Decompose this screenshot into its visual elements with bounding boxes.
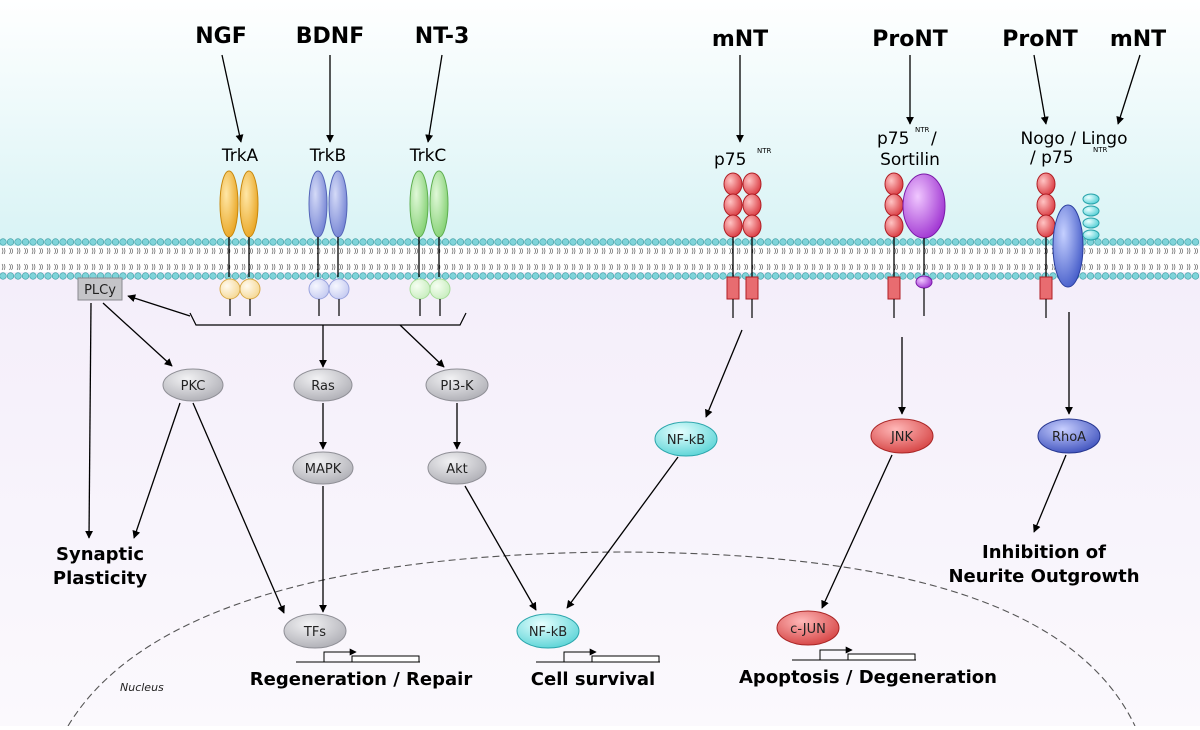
pi3k-node: PI3-K [425,368,489,402]
pkc-label: PKC [181,379,206,394]
gene-symbol-survival [536,648,660,663]
arrow-trk-pi3k [399,324,445,368]
arrow-trk-plcy [127,294,191,317]
ligand-nt3: NT-3 [415,24,470,49]
outcome-inhibition-line1: Inhibition of [982,542,1106,563]
receptor-p75-sup: NTR [757,147,772,155]
akt-node: Akt [427,451,487,485]
trkc-receptor [409,170,451,316]
receptor-p75-sortilin-line1: p75 [877,129,909,149]
plcy-label: PLCy [84,283,116,298]
arrow-nfkb-nucleus [566,456,679,609]
receptor-trkb-label: TrkB [309,146,346,166]
jnk-label: JNK [890,430,914,445]
outcome-regeneration: Regeneration / Repair [250,669,473,690]
ligand-mnt-right: mNT [1110,27,1166,52]
cjun-label: c-JUN [790,622,826,637]
outcome-synaptic-line2: Plasticity [53,568,147,589]
plcy-node: PLCy [77,277,123,301]
trk-adapter-bracket [189,312,467,326]
arrow-pkc-tfs [192,402,285,614]
arrow-plcy-pkc [102,302,173,367]
ligand-mnt-left: mNT [712,27,768,52]
rhoa-label: RhoA [1052,430,1086,445]
outcome-survival: Cell survival [531,669,655,690]
rhoa-node: RhoA [1037,418,1101,454]
ligand-bdnf: BDNF [296,24,364,49]
p75-sortilin-receptor [884,172,946,318]
nfkb-nuclear-label: NF-kB [529,625,567,640]
outcome-apoptosis: Apoptosis / Degeneration [739,667,997,688]
tfs-node: TFs [283,613,347,649]
gene-symbol-apoptosis [792,646,916,661]
arrow-nt3-trkc [425,54,443,143]
arrow-p75-nfkb [705,329,743,418]
arrow-akt-nfkb [464,485,537,611]
p75-receptor [723,172,762,318]
receptor-trka-label: TrkA [221,146,259,166]
nfkb-cyto-node: NF-kB [654,421,718,457]
mapk-node: MAPK [292,451,354,485]
nogo-lingo-p75-receptor [1036,172,1100,318]
nfkb-nuclear-node: NF-kB [516,613,580,649]
arrow-plcy-synaptic [85,302,94,539]
mapk-label: MAPK [305,462,342,477]
receptor-p75-sortilin-sup: NTR [915,126,930,134]
arrow-rhoa-inhibition [1033,454,1067,533]
receptor-p75-label: p75 [714,150,746,170]
receptor-p75-sortilin-line2: Sortilin [880,150,940,170]
nucleus-envelope [67,551,1136,727]
ligand-ngf: NGF [195,24,247,49]
akt-label: Akt [446,462,468,477]
receptor-p75-sortilin-slash: / [931,129,937,149]
arrow-jnk-cjun [821,454,893,609]
arrow-pront-nogo [1033,54,1049,125]
pi3k-label: PI3-K [440,379,474,394]
trkb-receptor [308,170,350,316]
receptor-nogo-line2: / p75 [1030,148,1074,168]
nfkb-cyto-label: NF-kB [667,433,705,448]
outcome-inhibition-line2: Neurite Outgrowth [948,566,1139,587]
outcome-synaptic-line1: Synaptic [56,544,144,565]
ligand-pront-right: ProNT [1002,27,1078,52]
receptor-nogo-sup: NTR [1093,146,1108,154]
extracellular-space [0,0,1200,246]
pkc-node: PKC [162,368,224,402]
receptor-nogo-line1: Nogo / Lingo [1020,129,1127,149]
ras-node: Ras [293,368,353,402]
arrow-pkc-synaptic [132,402,181,539]
ligand-pront-mid: ProNT [872,27,948,52]
receptor-trkc-label: TrkC [409,146,447,166]
jnk-node: JNK [870,418,934,454]
cytoplasm [0,272,1200,726]
tfs-label: TFs [303,625,326,640]
arrow-ngf-trka [221,54,244,143]
ras-label: Ras [311,379,335,394]
nucleus-label: Nucleus [120,681,164,694]
arrow-mnt-nogo [1116,54,1141,125]
cjun-node: c-JUN [776,610,840,646]
gene-symbol-regeneration [296,648,420,663]
trka-receptor [219,170,261,316]
